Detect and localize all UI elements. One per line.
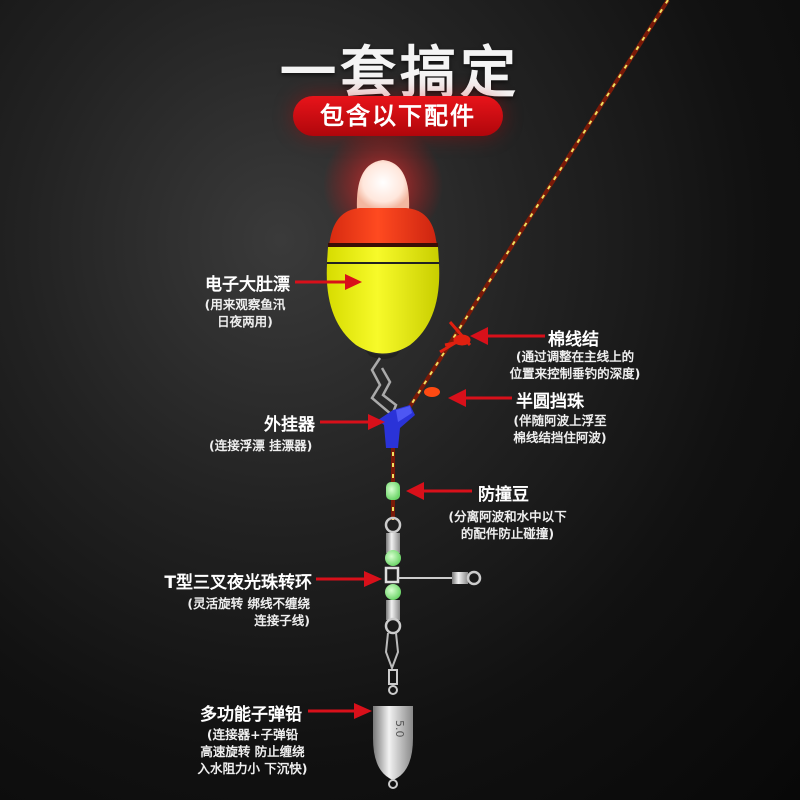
- part-desc-float: (用来观察鱼汛 日夜两用): [204, 297, 286, 329]
- arrow-hanger: [320, 414, 385, 430]
- part-name-float: 电子大肚漂: [205, 275, 290, 295]
- electronic-float: [323, 125, 443, 359]
- float-snap: [370, 357, 398, 418]
- part-name-knot: 棉线结: [548, 330, 599, 350]
- arrow-swivel: [316, 571, 382, 587]
- part-desc-swivel: (灵活旋转 绑线不缠绕 连接子线): [187, 596, 310, 628]
- part-name-bumper-bead: 防撞豆: [478, 485, 529, 505]
- hanger-connector: [378, 405, 415, 448]
- half-round-bead: [424, 387, 440, 397]
- part-desc-sinker: (连接器+子弹铅 高速旋转 防止缠绕 入水阻力小 下沉快): [197, 727, 308, 776]
- arrow-sinker: [308, 703, 372, 719]
- cotton-knot: [439, 321, 472, 354]
- t-swivel-assembly: [384, 516, 482, 695]
- pointer-arrows: [295, 274, 545, 719]
- bumper-bead: [386, 482, 400, 500]
- arrow-half-bead: [448, 389, 512, 407]
- part-desc-bumper-bead: (分离阿波和水中以下 的配件防止碰撞): [448, 509, 567, 541]
- bullet-sinker: [373, 706, 413, 789]
- page-title: 一套搞定: [280, 41, 520, 106]
- arrow-bumper: [406, 482, 472, 500]
- part-name-half-bead: 半圆挡珠: [516, 392, 584, 412]
- part-name-swivel: T型三叉夜光珠转环: [164, 573, 312, 593]
- part-desc-knot: (通过调整在主线上的 位置来控制垂钓的深度): [509, 349, 641, 381]
- sinker-weight-mark: 5.0: [393, 720, 406, 738]
- part-name-sinker: 多功能子弹铅: [200, 705, 302, 725]
- includes-badge: 包含以下配件: [293, 96, 503, 136]
- part-desc-hanger: (连接浮漂 挂漂器): [209, 438, 313, 453]
- arrow-float: [295, 274, 362, 290]
- part-desc-half-bead: (伴随阿波上浮至 棉线结挡住阿波): [513, 413, 607, 445]
- part-name-hanger: 外挂器: [264, 415, 315, 435]
- arrow-knot: [470, 327, 545, 345]
